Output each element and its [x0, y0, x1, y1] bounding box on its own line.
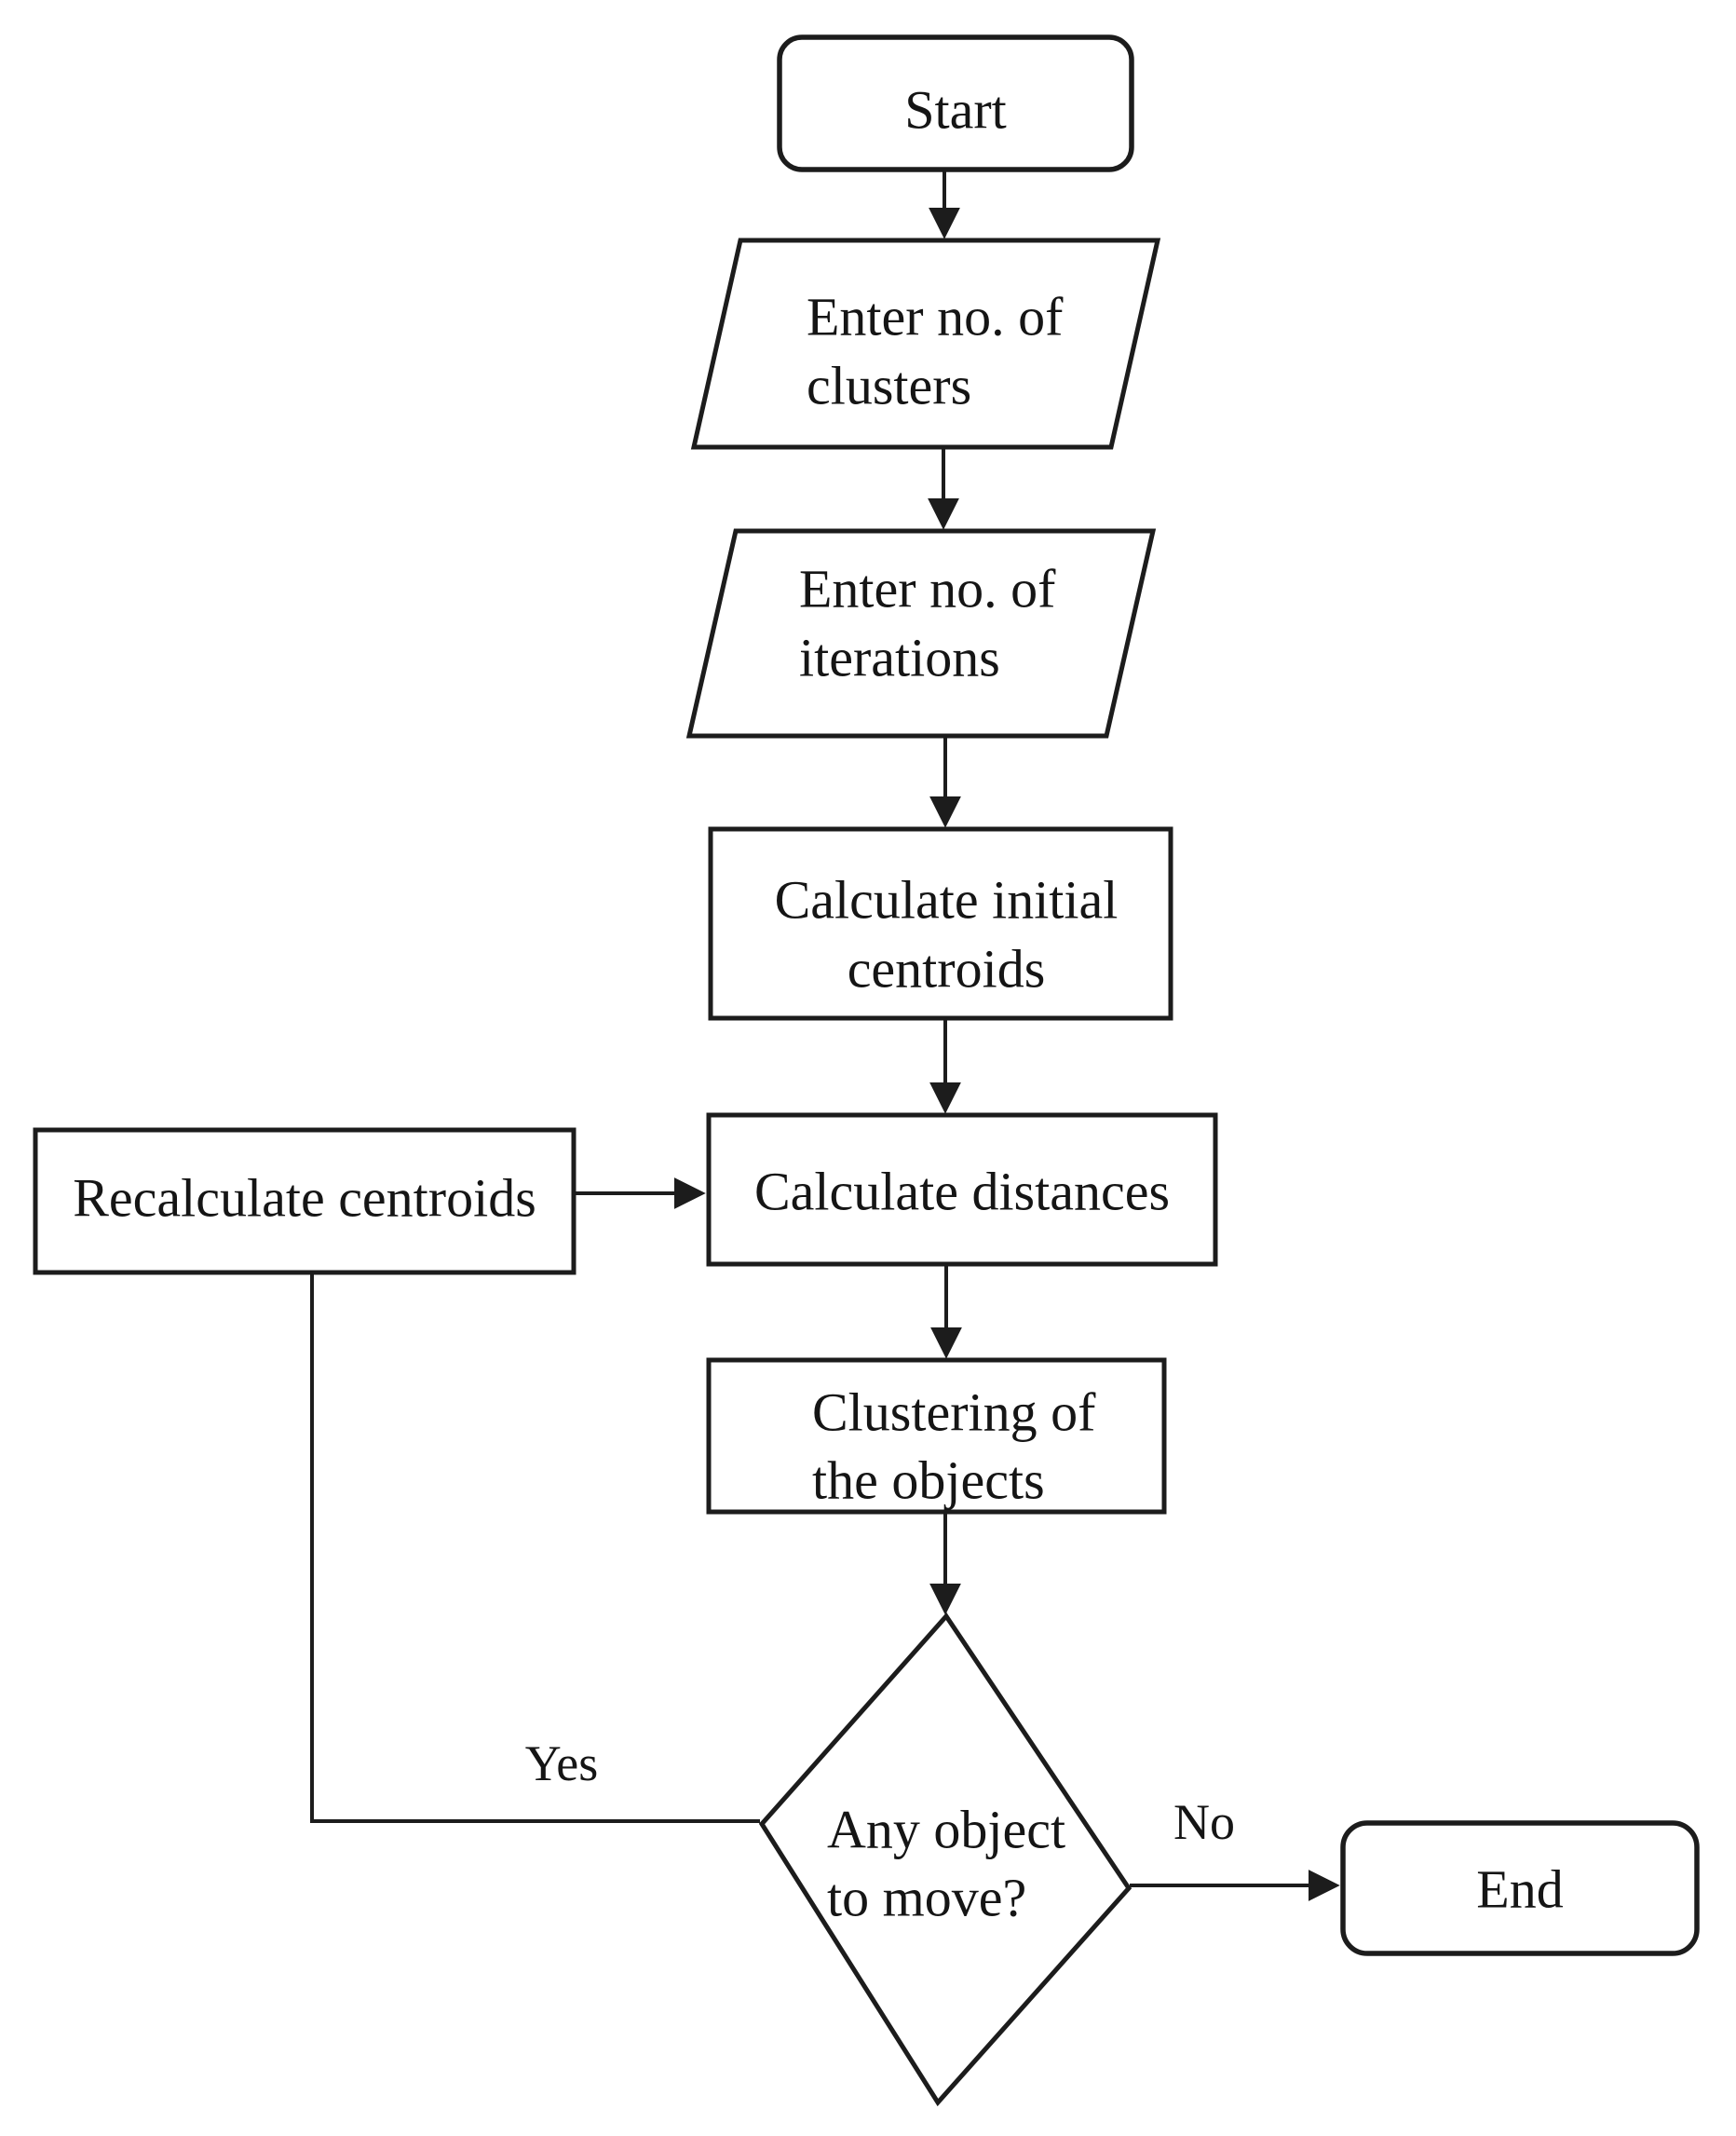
- node-recalculate-centroids-label: Recalculate centroids: [73, 1168, 536, 1229]
- node-calculate-initial-centroids-line1: Calculate initial: [775, 870, 1119, 931]
- node-enter-clusters-line1: Enter no. of: [807, 287, 1064, 347]
- node-decision-any-object-line1: Any object: [827, 1800, 1065, 1860]
- node-end-label: End: [1476, 1859, 1563, 1920]
- node-enter-iterations-shape: [685, 528, 1157, 739]
- node-enter-iterations-line2: iterations: [799, 628, 1000, 688]
- node-calculate-initial-centroids-line2: centroids: [848, 939, 1046, 1000]
- node-decision-any-object-shape: [758, 1612, 1132, 2107]
- node-clustering-of-objects-shape: [706, 1357, 1167, 1515]
- node-calculate-distances-label: Calculate distances: [754, 1162, 1170, 1222]
- node-end-shape: [1340, 1820, 1700, 1956]
- node-decision-any-object-line2: to move?: [827, 1868, 1026, 1928]
- node-enter-clusters-line2: clusters: [807, 356, 971, 416]
- node-calculate-initial-centroids-shape: [708, 826, 1173, 1021]
- node-calculate-distances-shape: [706, 1112, 1218, 1267]
- node-enter-iterations-line1: Enter no. of: [799, 559, 1056, 619]
- node-clustering-of-objects-line1: Clustering of: [812, 1382, 1096, 1443]
- node-start-shape: [777, 34, 1134, 172]
- node-start-label: Start: [904, 80, 1007, 141]
- node-recalculate-centroids-shape: [33, 1127, 576, 1275]
- node-enter-clusters-shape: [690, 238, 1161, 450]
- edge-label-no: No: [1173, 1794, 1235, 1850]
- edge-label-yes: Yes: [525, 1735, 599, 1791]
- node-clustering-of-objects-line2: the objects: [812, 1450, 1045, 1511]
- edge-decision-yes-loop-to-recalculate-centroids: [310, 1271, 760, 1823]
